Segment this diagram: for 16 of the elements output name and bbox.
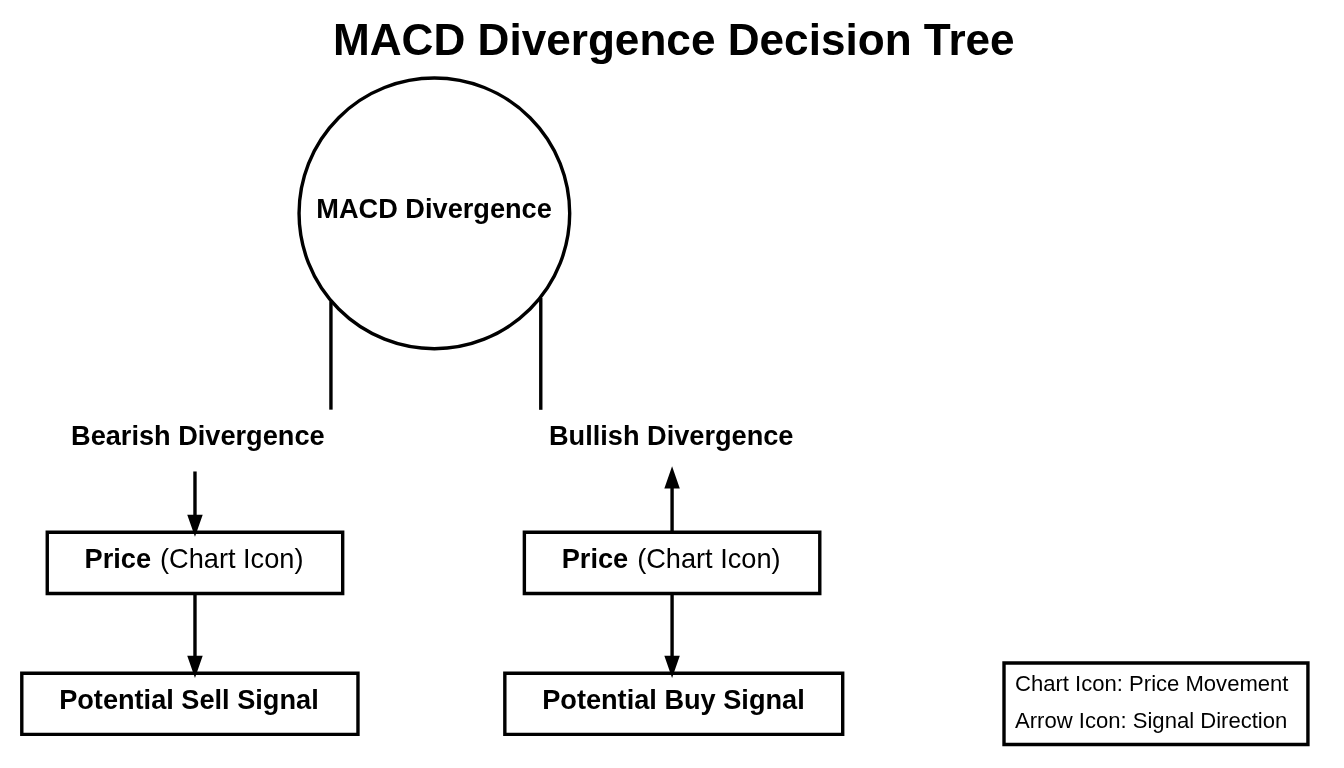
connector — [328, 301, 333, 410]
node-circle: MACD Divergence — [296, 76, 571, 351]
legend-label: Chart Icon: Price Movement — [1014, 670, 1288, 696]
connector — [538, 298, 542, 410]
node-box: Potential Buy Signal — [502, 671, 844, 737]
node-text: Bullish Divergence — [548, 420, 793, 452]
node-box: Price (Chart Icon) — [45, 530, 344, 596]
node-text: Bearish Divergence — [70, 420, 325, 452]
node-box: Price (Chart Icon) — [522, 530, 821, 596]
node-box: Potential Sell Signal — [19, 671, 360, 737]
arrow — [663, 466, 680, 532]
arrow — [186, 593, 203, 678]
arrow — [186, 471, 203, 537]
legend-label: Arrow Icon: Signal Direction — [1014, 708, 1287, 734]
diagram-title: MACD Divergence Decision Tree — [332, 15, 1015, 65]
arrow — [663, 593, 680, 678]
